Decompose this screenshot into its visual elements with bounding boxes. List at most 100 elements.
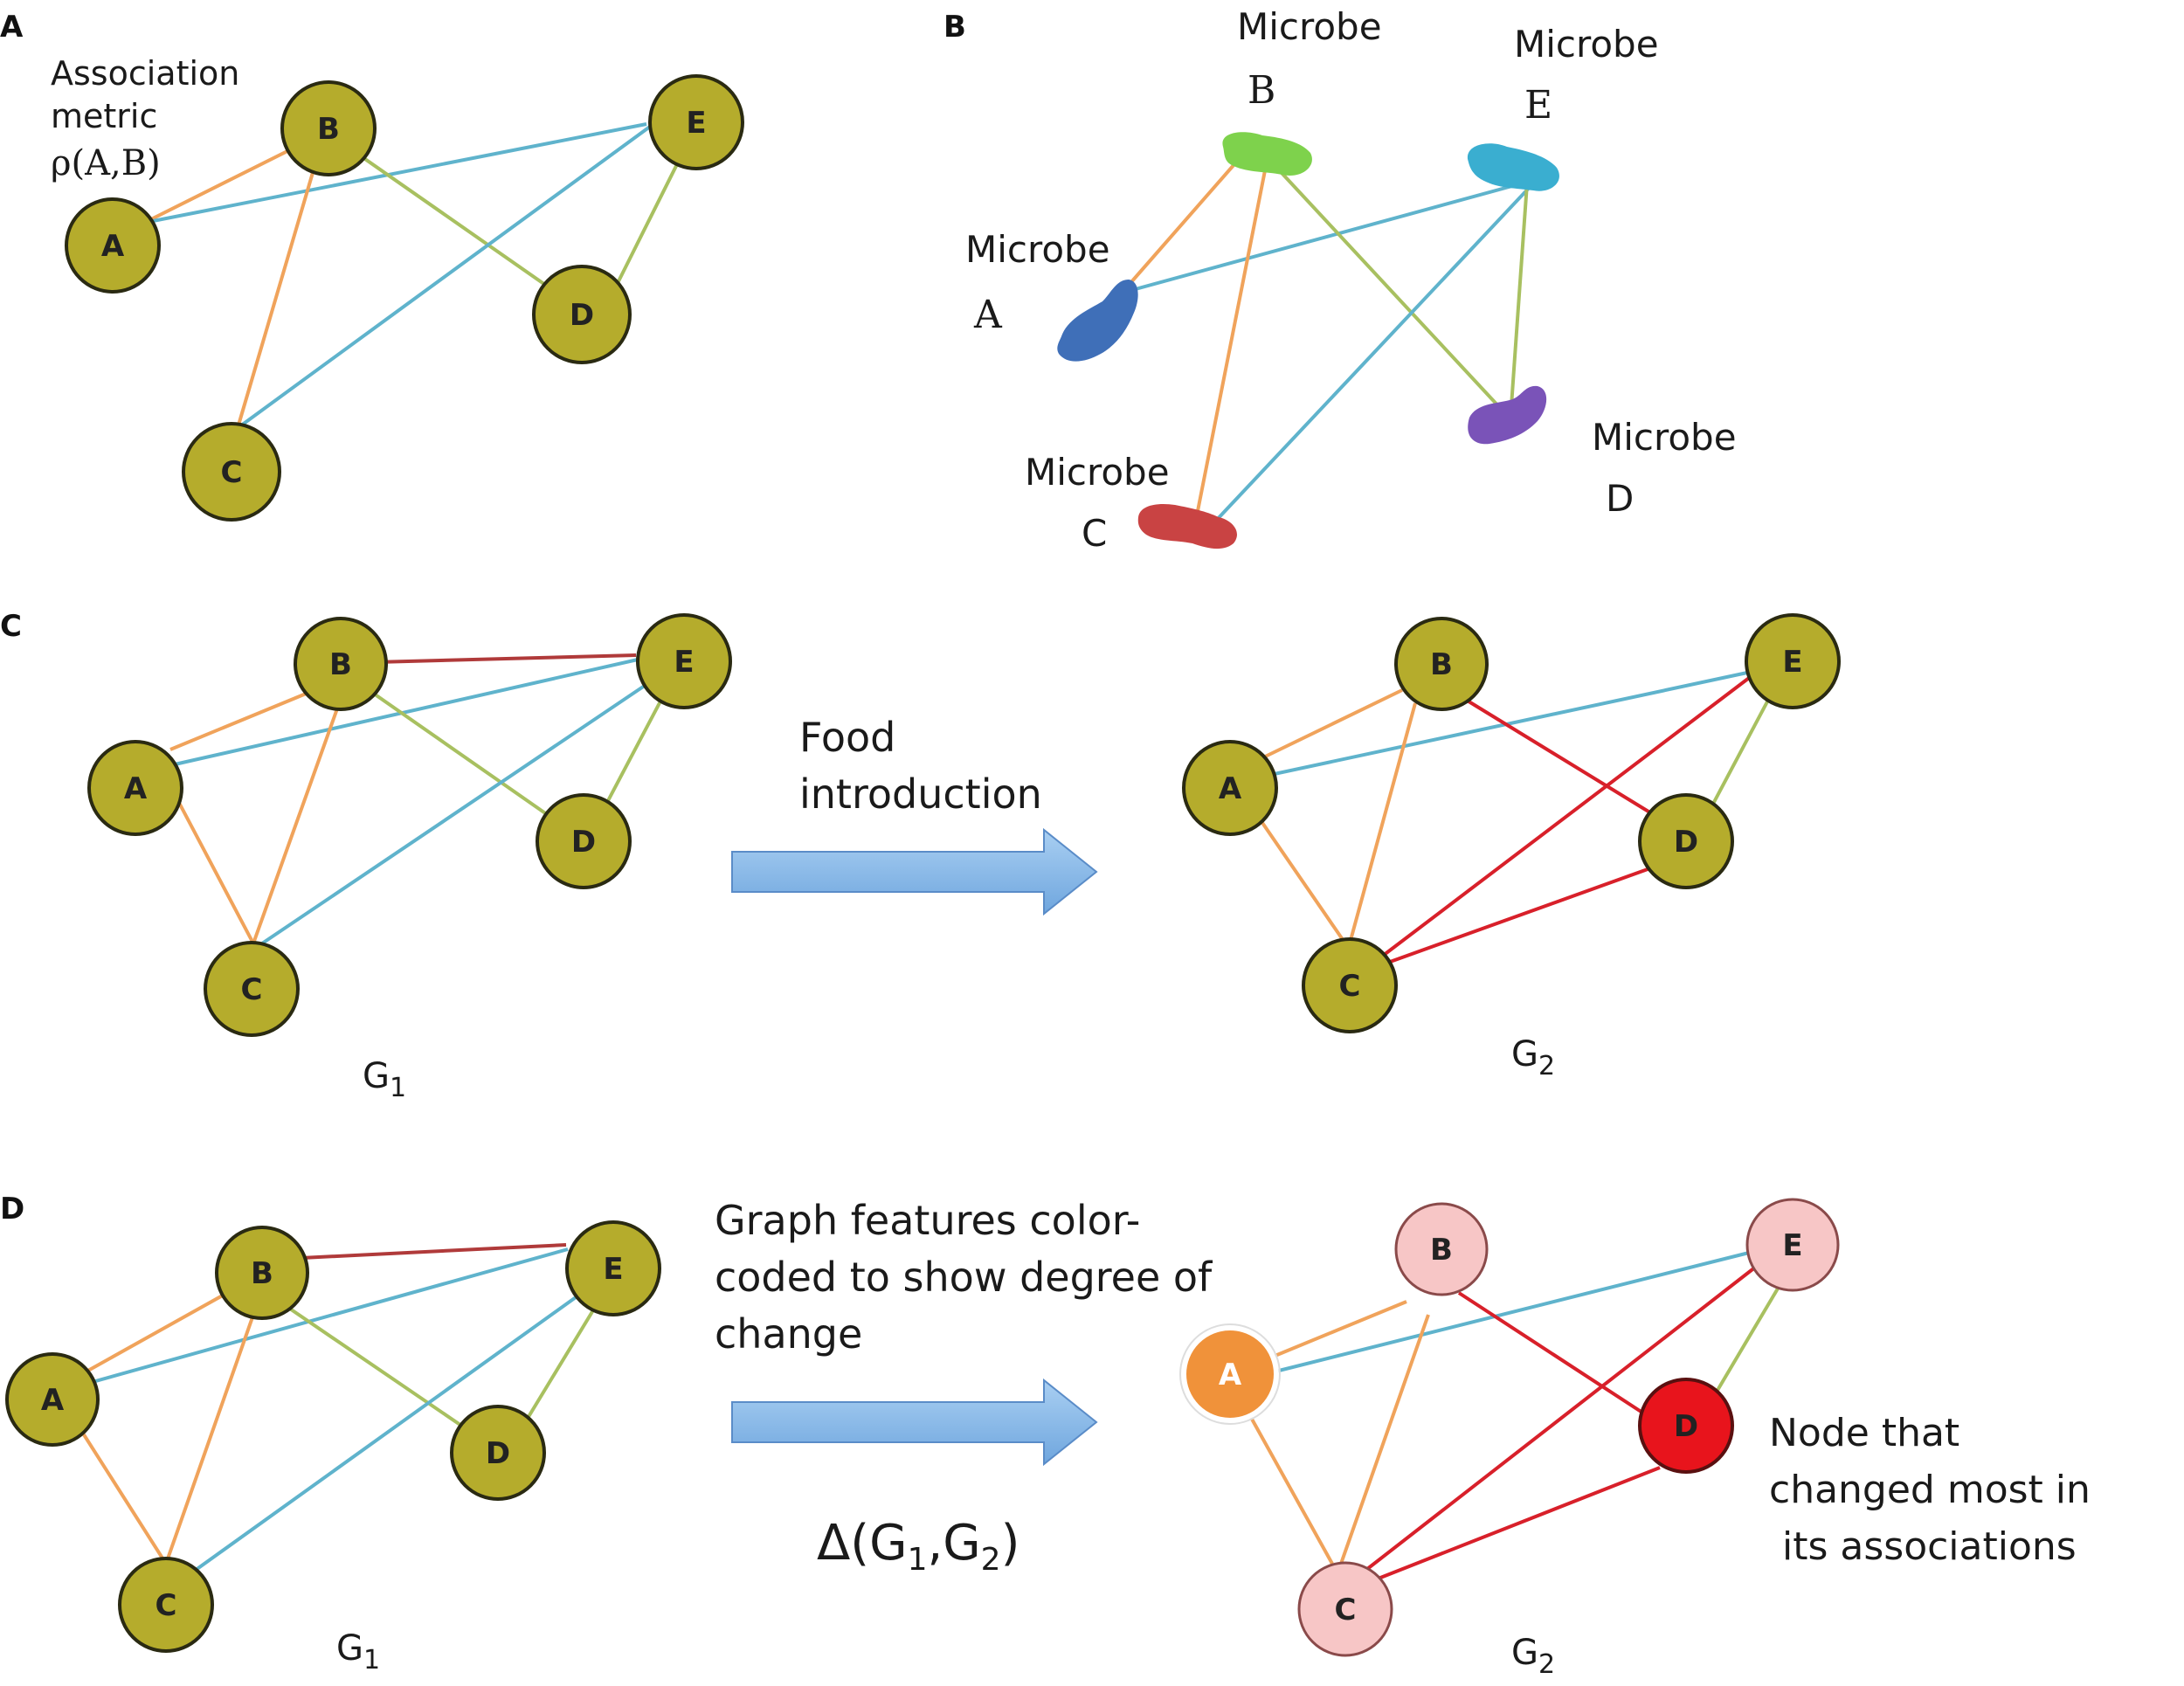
svg-text:B: B (317, 112, 340, 147)
node-c: C (1302, 937, 1398, 1033)
edge-c-e (260, 671, 666, 945)
node-c: C (204, 941, 300, 1037)
svg-text:A: A (1219, 1358, 1242, 1392)
node-b-changed: B (1394, 1202, 1489, 1296)
microbe-blob-b (1222, 132, 1312, 176)
svg-text:D: D (486, 1436, 510, 1471)
annotation-line-1: Association (51, 54, 239, 93)
node-d: D (536, 793, 632, 889)
svg-text:C: C (241, 972, 263, 1007)
svg-text:E: E (1782, 645, 1802, 680)
microbe-b-label: Microbe B (1237, 5, 1386, 113)
node-d: D (532, 265, 632, 364)
svg-text:B: B (1430, 1233, 1453, 1268)
edge-b-d (1448, 688, 1666, 823)
node-a: A (5, 1352, 100, 1447)
edge-a-b (1257, 1300, 1407, 1365)
node-a-changed: A (1179, 1323, 1281, 1425)
svg-text:A: A (41, 1383, 65, 1418)
edge-a-c (1248, 802, 1347, 945)
microbe-e-label: Microbe E (1514, 23, 1663, 128)
microbe-d-label: Microbe D (1592, 416, 1741, 520)
edge-d-e (522, 1300, 600, 1426)
svg-text:A: A (101, 229, 125, 264)
svg-text:D: D (1674, 825, 1698, 860)
svg-text:E: E (674, 645, 694, 680)
node-e-changed: E (1745, 1198, 1840, 1292)
svg-text:B: B (329, 647, 352, 682)
edge-a-e (82, 1247, 569, 1386)
svg-text:C: C (1339, 969, 1361, 1004)
svg-text:D: D (571, 825, 596, 860)
node-a: A (65, 197, 161, 294)
edge-microbe-a-e (1122, 177, 1538, 294)
microbe-a-label: Microbe A (965, 228, 1115, 337)
node-e: E (1745, 613, 1841, 709)
graph-g1-panel-d: A B C D E (5, 1220, 661, 1653)
edge-a-e (143, 122, 647, 225)
edge-a-b (1257, 688, 1403, 762)
svg-text:A: A (124, 771, 148, 806)
node-a: A (1182, 740, 1278, 836)
edge-b-e (375, 653, 637, 664)
svg-text:A: A (1219, 771, 1242, 806)
edge-a-e (174, 658, 639, 766)
edge-microbe-d-e (1510, 183, 1529, 407)
node-c: C (118, 1557, 214, 1653)
annotation-line-3: ρ(A,B) (51, 143, 161, 183)
delta-formula: Δ(G1,G2) (817, 1515, 1019, 1578)
food-introduction-label: Food introduction (799, 714, 1042, 818)
node-b: B (215, 1226, 309, 1320)
node-d: D (1638, 793, 1734, 889)
association-annotation: Association metric ρ(A,B) (51, 54, 244, 183)
edge-c-d (1371, 1466, 1661, 1583)
g1-label-panel-c: G1 (363, 1056, 406, 1103)
svg-text:E: E (686, 106, 706, 141)
edge-b-d (278, 1300, 473, 1434)
svg-text:C: C (221, 455, 243, 490)
node-e: E (565, 1220, 661, 1316)
graph-g2-panel-d: A B C D E (1179, 1198, 1840, 1657)
svg-text:D: D (570, 298, 594, 333)
edge-a-e (1257, 1249, 1757, 1378)
svg-text:D: D (1674, 1409, 1698, 1444)
graph-g2-panel-c: A B C D E (1182, 613, 1841, 1033)
g2-label-panel-c: G2 (1511, 1034, 1555, 1081)
node-d-most-changed: D (1638, 1378, 1734, 1474)
transition-arrow-c (731, 827, 1098, 916)
svg-text:C: C (1335, 1593, 1357, 1627)
microbe-blob-a (1057, 280, 1138, 362)
panel-label-c: C (0, 609, 22, 644)
color-coded-caption: Graph features color- coded to show degr… (715, 1197, 1216, 1358)
node-c-changed: C (1297, 1561, 1393, 1657)
graph-panel-a: A B C D E (65, 74, 744, 522)
graph-g1-panel-c: A B C D E (87, 613, 732, 1037)
svg-text:B: B (251, 1256, 273, 1291)
edge-b-d (361, 684, 552, 819)
edge-d-e (1706, 1287, 1780, 1408)
svg-text:E: E (603, 1252, 623, 1287)
microbe-network-panel-b: Microbe B Microbe E Microbe A Microbe C … (965, 5, 1741, 555)
edge-b-d (323, 129, 587, 314)
edge-a-b (169, 688, 315, 751)
edge-b-d (1457, 1291, 1662, 1426)
edge-microbe-b-c (1195, 161, 1268, 516)
node-b: B (1394, 617, 1489, 711)
annotation-line-2: metric (51, 97, 157, 135)
transition-arrow-d (731, 1378, 1098, 1467)
edge-microbe-c-e (1213, 182, 1535, 524)
node-b: B (280, 80, 377, 176)
edge-b-c (164, 1314, 255, 1565)
svg-text:C: C (156, 1588, 177, 1623)
edge-a-b (78, 1291, 228, 1378)
edge-a-c (73, 1418, 168, 1565)
edge-a-e (1257, 671, 1748, 779)
node-e: E (648, 74, 744, 170)
g1-label-panel-d: G1 (336, 1628, 380, 1676)
edge-microbe-b-d (1269, 160, 1504, 412)
edge-b-e (301, 1243, 567, 1260)
edge-b-c (252, 698, 342, 944)
edge-d-e (1711, 689, 1775, 806)
microbe-blob-c (1137, 503, 1237, 549)
